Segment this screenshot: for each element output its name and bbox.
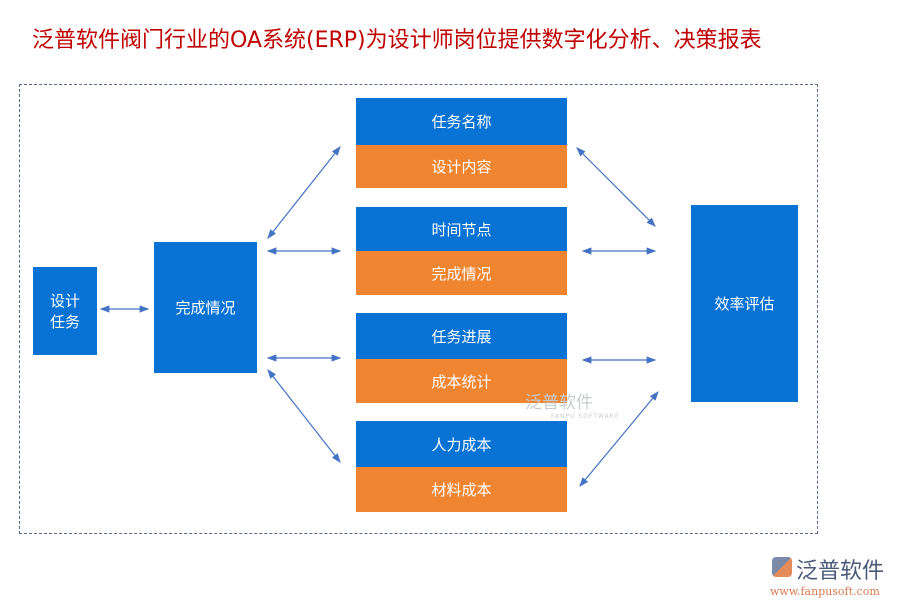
arrow [267,369,341,463]
arrow [267,146,341,239]
node-completion-status: 完成情况 [356,251,567,295]
node-task-progress: 任务进展 [356,313,567,359]
diagram-frame [19,84,818,534]
page-title: 泛普软件阀门行业的OA系统(ERP)为设计师岗位提供数字化分析、决策报表 [32,28,762,53]
node-material-cost: 材料成本 [356,467,567,512]
logo-name: 泛普软件 [796,559,885,584]
node-design-task: 设计 任务 [33,267,97,355]
node-labor-cost: 人力成本 [356,421,567,467]
node-time-milestone: 时间节点 [356,207,567,251]
arrow [576,147,656,227]
node-design-content: 设计内容 [356,145,567,188]
arrow [579,391,659,487]
logo-icon [772,557,792,577]
node-efficiency: 效率评估 [691,205,798,402]
brand-logo: 泛普软件 www.fanpusoft.com [770,553,884,598]
watermark-name: 泛普软件 [525,393,593,413]
node-cost-statistics: 成本统计 [356,359,567,403]
node-task-name: 任务名称 [356,98,567,145]
logo-url: www.fanpusoft.com [770,585,880,598]
node-completion: 完成情况 [154,242,257,373]
